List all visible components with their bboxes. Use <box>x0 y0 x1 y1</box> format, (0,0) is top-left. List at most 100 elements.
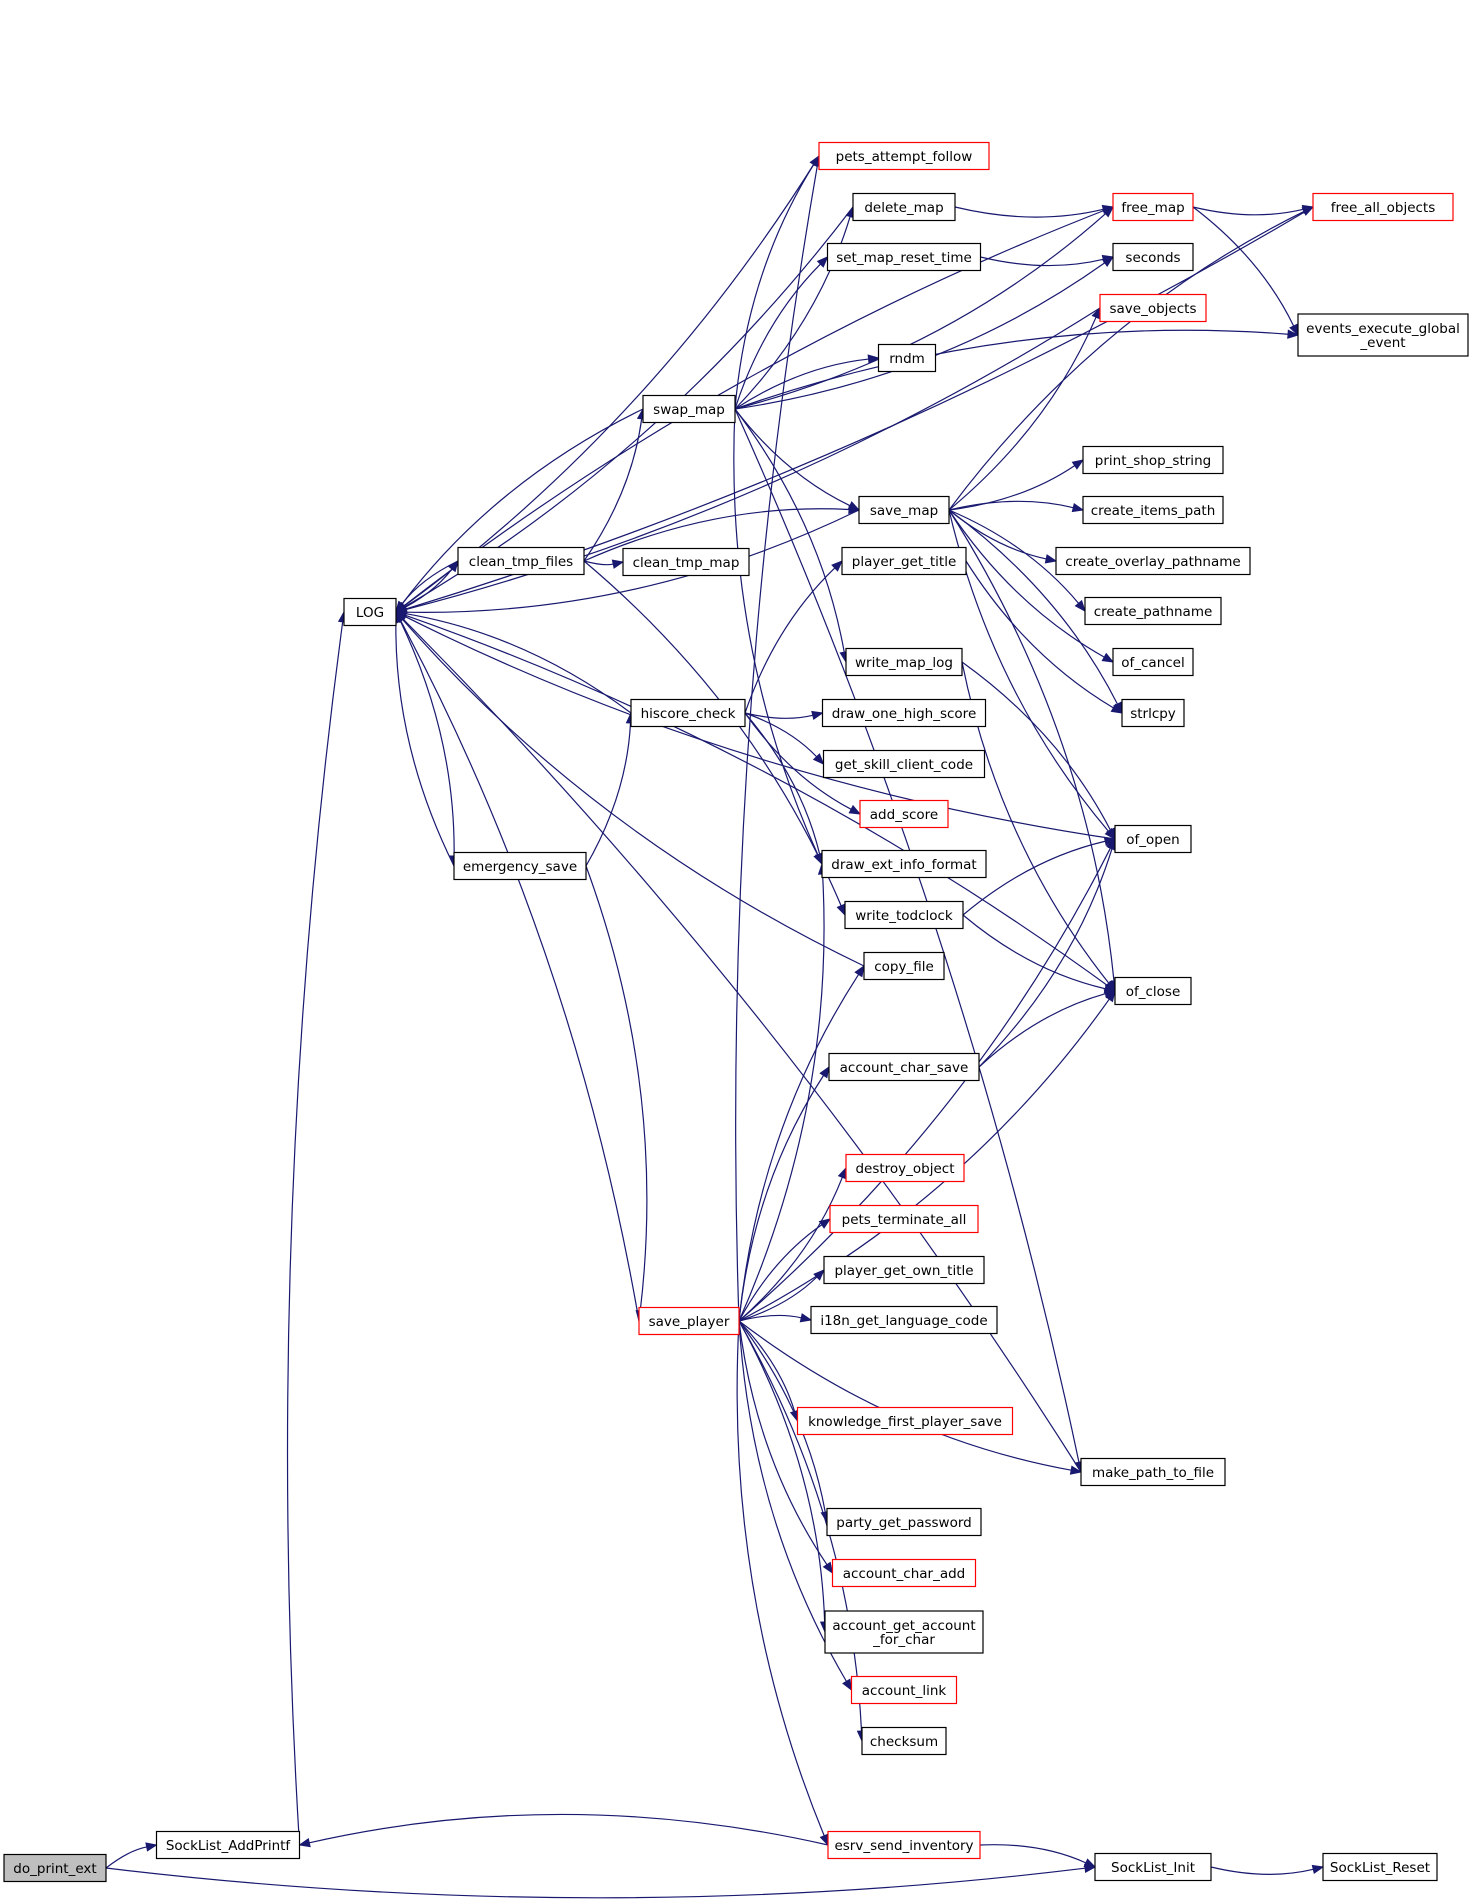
node-label: LOG <box>356 605 384 621</box>
node-socklist-init[interactable]: SockList_Init <box>1094 1852 1212 1882</box>
node-socklist-reset[interactable]: SockList_Reset <box>1322 1852 1438 1882</box>
edge-emergency_save-to-save_player <box>585 865 648 1323</box>
edge-SockList_Init-to-SockList_Reset <box>1210 1864 1325 1875</box>
node-label: party_get_password <box>836 1515 971 1531</box>
node-of-open[interactable]: of_open <box>1114 824 1192 854</box>
node-delete-map[interactable]: delete_map <box>852 192 956 222</box>
node-account-char-add[interactable]: account_char_add <box>831 1558 977 1588</box>
node-of-close[interactable]: of_close <box>1114 976 1192 1006</box>
node-label: SockList_AddPrintf <box>166 1838 292 1854</box>
node-strlcpy[interactable]: strlcpy <box>1121 698 1185 728</box>
node-label: player_get_title <box>852 554 957 570</box>
node-account-link[interactable]: account_link <box>850 1675 958 1705</box>
node-checksum[interactable]: checksum <box>861 1726 947 1756</box>
node-label: i18n_get_language_code <box>820 1313 987 1329</box>
node-label: write_map_log <box>855 655 953 671</box>
node-label: save_objects <box>1110 301 1197 317</box>
node-label: clean_tmp_files <box>469 554 573 570</box>
edge-emergency_save-to-LOG <box>391 610 455 867</box>
node-set-map-reset-time[interactable]: set_map_reset_time <box>826 242 982 272</box>
node-create-items-path[interactable]: create_items_path <box>1082 495 1224 525</box>
edge-save_map-to-print_shop_string <box>948 459 1085 511</box>
node-free-map[interactable]: free_map <box>1112 192 1194 222</box>
node-swap-map[interactable]: swap_map <box>642 394 736 424</box>
edge-free_map-to-free_all_objects <box>1192 204 1315 216</box>
node-save-player[interactable]: save_player <box>638 1306 740 1336</box>
node-create-overlay-pathname[interactable]: create_overlay_pathname <box>1055 546 1251 576</box>
node-hiscore-check[interactable]: hiscore_check <box>630 698 746 728</box>
edge-save_map-to-save_objects <box>948 306 1101 511</box>
node-label: player_get_own_title <box>834 1263 973 1279</box>
node-events-execute-global-event[interactable]: events_execute_global_event <box>1297 313 1469 357</box>
edge-save_player-to-account_char_add <box>738 1320 834 1575</box>
node-label: of_cancel <box>1121 655 1185 671</box>
node-get-skill-client-code[interactable]: get_skill_client_code <box>822 749 986 779</box>
node-pets-terminate-all[interactable]: pets_terminate_all <box>829 1204 979 1234</box>
node-make-path-to-file[interactable]: make_path_to_file <box>1080 1457 1226 1487</box>
node-label: make_path_to_file <box>1092 1465 1214 1481</box>
node-clean-tmp-map[interactable]: clean_tmp_map <box>622 547 750 577</box>
node-label: SockList_Reset <box>1330 1860 1430 1876</box>
node-label: copy_file <box>874 959 934 975</box>
edge-esrv_send_inventory-to-SockList_AddPrintf <box>298 1813 829 1848</box>
node-emergency-save[interactable]: emergency_save <box>453 851 587 881</box>
edge-esrv_send_inventory-to-SockList_Init <box>979 1844 1097 1868</box>
edge-LOG-to-emergency_save <box>395 611 459 868</box>
node-save-objects[interactable]: save_objects <box>1099 293 1207 323</box>
node-socklist-addprintf[interactable]: SockList_AddPrintf <box>155 1830 301 1860</box>
node-destroy-object[interactable]: destroy_object <box>845 1153 965 1183</box>
node-of-cancel[interactable]: of_cancel <box>1112 647 1194 677</box>
node-copy-file[interactable]: copy_file <box>863 951 945 981</box>
edge-do_print_ext-to-SockList_AddPrintf <box>105 1842 158 1869</box>
node-clean-tmp-files[interactable]: clean_tmp_files <box>457 546 585 576</box>
edge-clean_tmp_files-to-write_todclock <box>583 560 846 917</box>
edges-layer <box>105 154 1325 1899</box>
edge-save_player-to-esrv_send_inventory <box>736 1320 829 1847</box>
node-log[interactable]: LOG <box>343 597 397 627</box>
node-player-get-own-title[interactable]: player_get_own_title <box>823 1255 985 1285</box>
node-write-map-log[interactable]: write_map_log <box>845 647 963 677</box>
edge-swap_map-to-pets_attempt_follow <box>734 154 820 410</box>
node-label: print_shop_string <box>1095 453 1211 469</box>
node-label: delete_map <box>864 200 943 216</box>
node-label: free_map <box>1121 200 1184 216</box>
node-rndm[interactable]: rndm <box>877 343 937 373</box>
node-account-get-account-for-char[interactable]: account_get_account_for_char <box>824 1610 984 1654</box>
node-label: create_overlay_pathname <box>1065 554 1240 570</box>
node-save-map[interactable]: save_map <box>858 495 950 525</box>
edge-write_map_log-to-of_open <box>961 661 1116 841</box>
node-player-get-title[interactable]: player_get_title <box>841 546 967 576</box>
edge-save_player-to-pets_terminate_all <box>738 1218 832 1322</box>
node-pets-attempt-follow[interactable]: pets_attempt_follow <box>818 141 990 171</box>
node-label: account_char_save <box>840 1060 969 1076</box>
node-label: add_score <box>870 807 938 823</box>
node-do-print-ext[interactable]: do_print_ext <box>3 1853 107 1883</box>
node-label: strlcpy <box>1130 706 1176 722</box>
edge-save_player-to-account_link <box>738 1320 853 1692</box>
node-account-char-save[interactable]: account_char_save <box>828 1052 980 1082</box>
edge-emergency_save-to-hiscore_check <box>585 711 636 867</box>
node-free-all-objects[interactable]: free_all_objects <box>1312 192 1454 222</box>
node-draw-ext-info-format[interactable]: draw_ext_info_format <box>821 849 987 879</box>
edge-swap_map-to-rndm <box>734 354 880 410</box>
edge-save_player-to-copy_file <box>738 964 865 1322</box>
node-label: pets_terminate_all <box>842 1212 967 1228</box>
node-party-get-password[interactable]: party_get_password <box>826 1507 982 1537</box>
node-seconds[interactable]: seconds <box>1112 242 1194 272</box>
node-label: swap_map <box>653 402 725 418</box>
node-write-todclock[interactable]: write_todclock <box>844 900 964 930</box>
node-label: save_map <box>870 503 938 519</box>
node-label: destroy_object <box>855 1161 954 1177</box>
node-esrv-send-inventory[interactable]: esrv_send_inventory <box>827 1830 981 1860</box>
edge-hiscore_check-to-draw_one_high_score <box>744 710 824 721</box>
edge-set_map_reset_time-to-seconds <box>980 254 1115 267</box>
node-i18n-get-language-code[interactable]: i18n_get_language_code <box>810 1305 998 1335</box>
node-print-shop-string[interactable]: print_shop_string <box>1082 445 1224 475</box>
edge-save_map-to-create_items_path <box>948 500 1085 513</box>
node-add-score[interactable]: add_score <box>859 799 949 829</box>
node-draw-one-high-score[interactable]: draw_one_high_score <box>821 698 987 728</box>
node-label: hiscore_check <box>641 706 736 722</box>
node-label: draw_ext_info_format <box>831 857 976 873</box>
node-knowledge-first-player-save[interactable]: knowledge_first_player_save <box>796 1406 1014 1436</box>
node-create-pathname[interactable]: create_pathname <box>1084 596 1222 626</box>
